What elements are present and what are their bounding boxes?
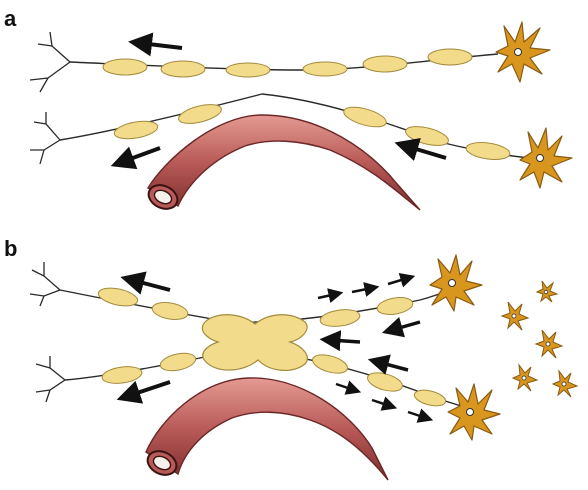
- direction-arrow-icon: [372, 400, 390, 406]
- direction-arrow-icon: [140, 43, 182, 48]
- axon-terminal: [30, 112, 60, 164]
- small-cell-icon: [513, 365, 537, 391]
- myelin-segment: [161, 61, 205, 77]
- axon-a-top: [30, 32, 498, 92]
- myelin-segment: [159, 350, 198, 373]
- axon-terminal: [30, 32, 70, 92]
- myelin-segment: [151, 300, 189, 322]
- direction-arrow-icon: [122, 148, 160, 162]
- neuron-cell-icon: [448, 384, 500, 440]
- myelin-segment: [303, 62, 347, 76]
- direction-arrow-icon: [388, 278, 408, 284]
- direction-arrow-icon: [336, 384, 354, 390]
- small-cell-icon: [502, 302, 528, 330]
- myelin-segment: [310, 351, 349, 376]
- direction-arrow-icon: [392, 322, 420, 330]
- blood-vessel-icon: [145, 115, 420, 213]
- myelin-segment: [319, 307, 361, 328]
- myelin-segment: [465, 140, 511, 162]
- axon-terminal: [30, 262, 60, 306]
- myelin-segment: [177, 101, 224, 127]
- axon-terminal: [36, 356, 65, 402]
- neuron-cell-icon: [430, 255, 482, 311]
- myelin-segment: [363, 56, 407, 72]
- myelin-segment: [226, 63, 270, 77]
- fused-myelin-junction: [202, 315, 307, 371]
- myelin-segment: [97, 285, 139, 309]
- direction-arrow-icon: [408, 412, 426, 418]
- direction-arrow-icon: [128, 382, 170, 396]
- blood-vessel-icon: [144, 378, 388, 480]
- direction-arrow-icon: [330, 340, 360, 342]
- myelin-segment: [103, 59, 147, 75]
- small-cell-icon: [536, 330, 562, 358]
- panel-b: [30, 255, 577, 480]
- myelin-segment: [428, 49, 472, 65]
- neuron-cell-icon: [520, 128, 572, 188]
- myelin-segment: [342, 103, 389, 131]
- small-cell-icon: [537, 281, 557, 302]
- direction-arrow-icon: [406, 146, 446, 158]
- myelin-segment: [113, 118, 159, 141]
- direction-arrow-icon: [318, 294, 336, 298]
- myelin-segment: [413, 387, 447, 408]
- myelin-segment: [101, 364, 143, 385]
- myelin-segment: [376, 295, 414, 317]
- direction-arrow-icon: [378, 362, 408, 370]
- myelin-segment: [404, 123, 451, 149]
- panel-a: [30, 22, 572, 213]
- direction-arrow-icon: [352, 288, 372, 292]
- small-cell-icon: [553, 371, 577, 397]
- direction-arrow-icon: [132, 280, 170, 290]
- myelin-segment: [365, 369, 404, 394]
- neuron-cell-icon: [496, 22, 550, 82]
